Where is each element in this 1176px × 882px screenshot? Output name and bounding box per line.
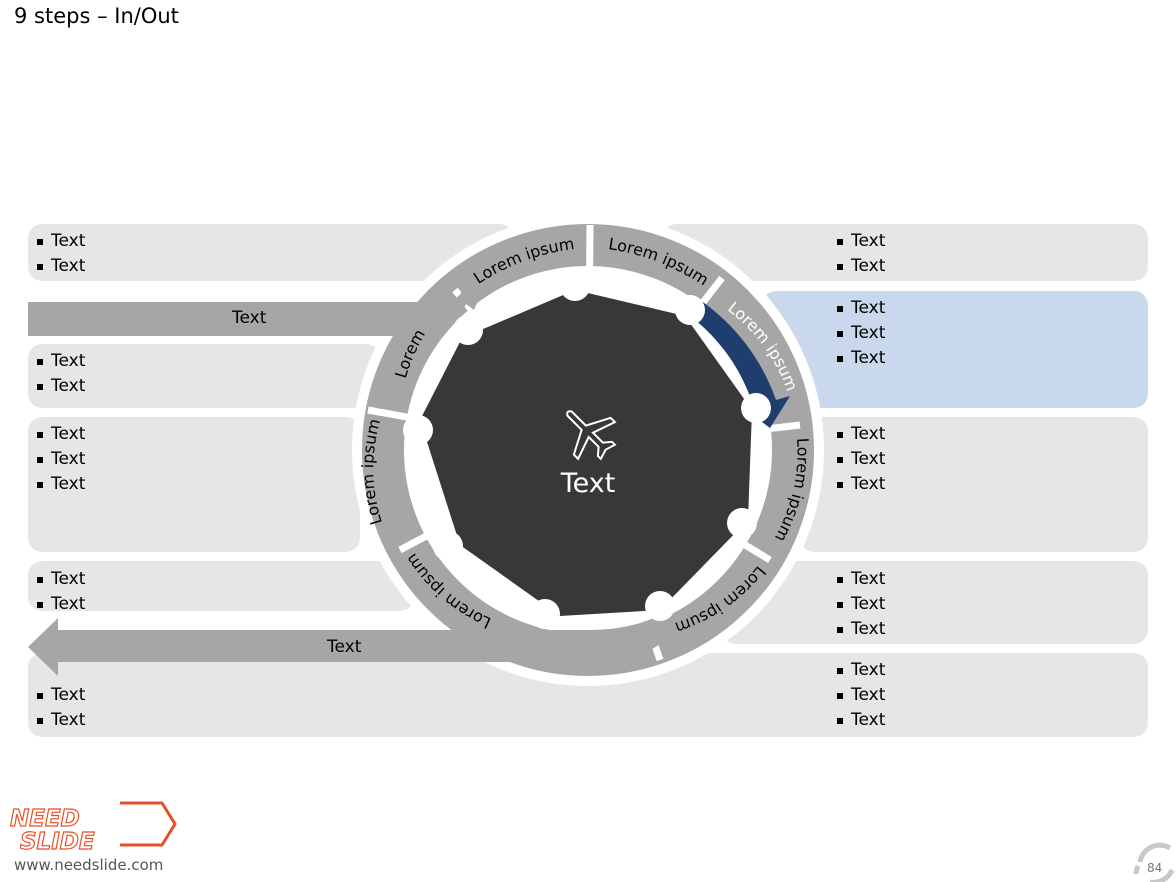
right-panel-4-list: Text Text Text	[837, 567, 885, 642]
left-panel-4	[28, 561, 414, 611]
list-item: Text	[837, 708, 885, 733]
list-item: Text	[37, 683, 85, 708]
list-item: Text	[837, 683, 885, 708]
out-arrow	[28, 615, 680, 676]
list-item: Text	[37, 447, 85, 472]
right-panel-3-list: Text Text Text	[837, 422, 885, 497]
right-panel-2-list: Text Text Text	[837, 296, 885, 371]
bottom-panel-left-list: Text Text	[37, 683, 85, 733]
list-item: Text	[837, 346, 885, 371]
left-panel-3	[28, 417, 360, 552]
left-panel-2-list: Text Text	[37, 349, 85, 399]
list-item: Text	[837, 617, 885, 642]
list-item: Text	[37, 422, 85, 447]
list-item: Text	[837, 658, 885, 683]
bottom-panel-right-list: Text Text Text	[837, 658, 885, 733]
in-arrow-label: Text	[232, 308, 267, 328]
list-item: Text	[37, 708, 85, 733]
list-item: Text	[37, 567, 85, 592]
left-panel-1	[28, 224, 514, 281]
list-item: Text	[837, 229, 885, 254]
list-item: Text	[37, 472, 85, 497]
list-item: Text	[837, 567, 885, 592]
list-item: Text	[37, 374, 85, 399]
needslide-logo: NEED SLIDE	[9, 801, 177, 856]
list-item: Text	[837, 254, 885, 279]
list-item: Text	[837, 447, 885, 472]
logo-text-top: NEED	[10, 806, 80, 832]
in-arrow	[28, 278, 488, 336]
right-panel-1-list: Text Text	[837, 229, 885, 279]
list-item: Text	[37, 229, 85, 254]
left-panel-1-list: Text Text	[37, 229, 85, 279]
out-arrow-label: Text	[327, 637, 362, 657]
list-item: Text	[837, 422, 885, 447]
left-panel-2	[28, 344, 380, 408]
list-item: Text	[37, 592, 85, 617]
left-panel-3-list: Text Text Text	[37, 422, 85, 497]
list-item: Text	[837, 592, 885, 617]
list-item: Text	[837, 472, 885, 497]
right-panel-3	[800, 417, 1148, 552]
left-panel-4-list: Text Text	[37, 567, 85, 617]
slide-title: 9 steps – In/Out	[14, 4, 179, 28]
right-panel-2-highlight	[762, 291, 1148, 408]
right-panel-1	[662, 224, 1148, 281]
center-label: Text	[560, 468, 616, 499]
page-number: 84	[1147, 861, 1163, 875]
recycle-icon	[1133, 842, 1175, 882]
center-hub	[420, 290, 752, 616]
right-panel-4	[722, 561, 1148, 644]
list-item: Text	[837, 296, 885, 321]
hub-notches	[403, 271, 771, 629]
list-item: Text	[837, 321, 885, 346]
list-item: Text	[37, 349, 85, 374]
footer-url[interactable]: www.needslide.com	[14, 856, 164, 874]
airplane-icon	[566, 410, 617, 461]
list-item: Text	[37, 254, 85, 279]
logo-text-bottom: SLIDE	[20, 829, 95, 855]
